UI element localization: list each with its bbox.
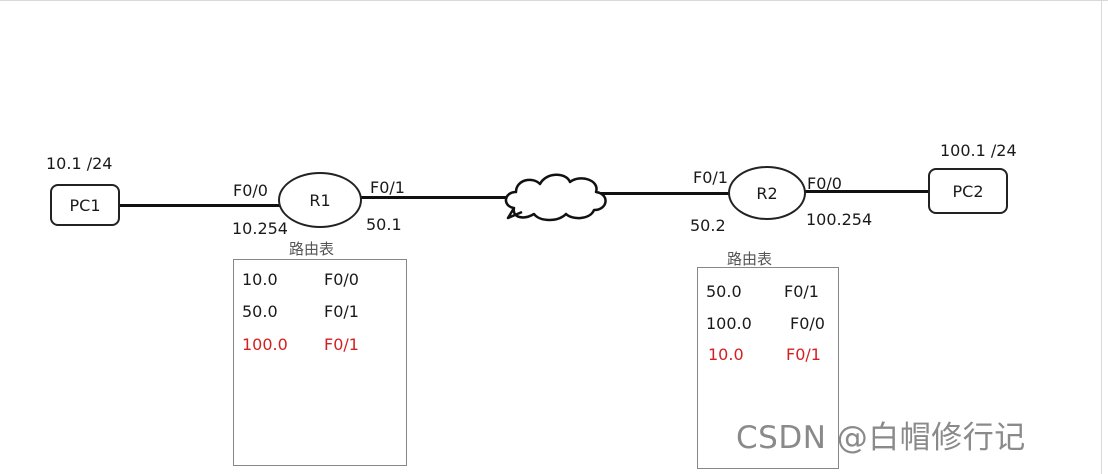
r2-left-interface-label: F0/1	[693, 168, 728, 187]
r1-route-row: 50.0 F0/1	[234, 302, 406, 324]
r1-route-network: 50.0	[242, 302, 278, 321]
r1-route-interface: F0/0	[324, 270, 359, 289]
r2-routing-table-title: 路由表	[727, 250, 773, 268]
r2-left-ip-label: 50.2	[690, 216, 726, 235]
r2-route-network: 100.0	[706, 314, 752, 333]
r2-route-row: 50.0 F0/1	[698, 282, 838, 304]
r1-label: R1	[309, 190, 331, 210]
r1-route-network: 100.0	[242, 335, 288, 354]
r1-right-ip-label: 50.1	[366, 215, 402, 234]
r1-left-ip-label: 10.254	[232, 219, 288, 238]
r2-route-network: 10.0	[708, 345, 744, 364]
right-frame-line	[1101, 0, 1102, 474]
r1-right-interface-label: F0/1	[370, 178, 405, 197]
r1-routing-table: 10.0 F0/0 50.0 F0/1 100.0 F0/1	[233, 259, 407, 466]
r2-route-interface: F0/0	[790, 314, 825, 333]
r1-route-network: 10.0	[242, 270, 278, 289]
pc1-ip-label: 10.1 /24	[46, 154, 113, 173]
pc2-node[interactable]: PC2	[928, 168, 1008, 214]
r1-routing-table-title: 路由表	[289, 240, 335, 258]
csdn-watermark: CSDN @白帽修行记	[736, 420, 1026, 456]
r2-router[interactable]: R2	[728, 166, 806, 220]
top-frame-line	[0, 0, 1108, 1]
link-r2-pc2	[800, 190, 930, 193]
link-cloud-r2	[600, 192, 730, 195]
r1-route-interface: F0/1	[324, 335, 359, 354]
r2-route-row-learned: 10.0 F0/1	[698, 345, 838, 367]
pc2-ip-label: 100.1 /24	[940, 141, 1017, 160]
link-r1-cloud	[356, 196, 512, 199]
pc1-node[interactable]: PC1	[50, 184, 120, 226]
r1-left-interface-label: F0/0	[233, 181, 268, 200]
pc2-label: PC2	[952, 181, 984, 201]
r2-routing-table: 50.0 F0/1 100.0 F0/0 10.0 F0/1	[697, 267, 839, 469]
r2-route-network: 50.0	[706, 282, 742, 301]
r2-right-ip-label: 100.254	[806, 210, 873, 229]
pc1-label: PC1	[69, 195, 101, 215]
link-pc1-r1	[118, 204, 280, 207]
r2-route-interface: F0/1	[784, 282, 819, 301]
wan-cloud-icon	[504, 173, 607, 222]
r1-route-interface: F0/1	[324, 302, 359, 321]
r2-right-interface-label: F0/0	[807, 174, 842, 193]
r1-route-row: 10.0 F0/0	[234, 270, 406, 292]
r1-router[interactable]: R1	[278, 172, 362, 228]
r1-route-row-learned: 100.0 F0/1	[234, 335, 406, 357]
r2-route-interface: F0/1	[786, 345, 821, 364]
r2-label: R2	[756, 183, 778, 203]
r2-route-row: 100.0 F0/0	[698, 314, 838, 336]
